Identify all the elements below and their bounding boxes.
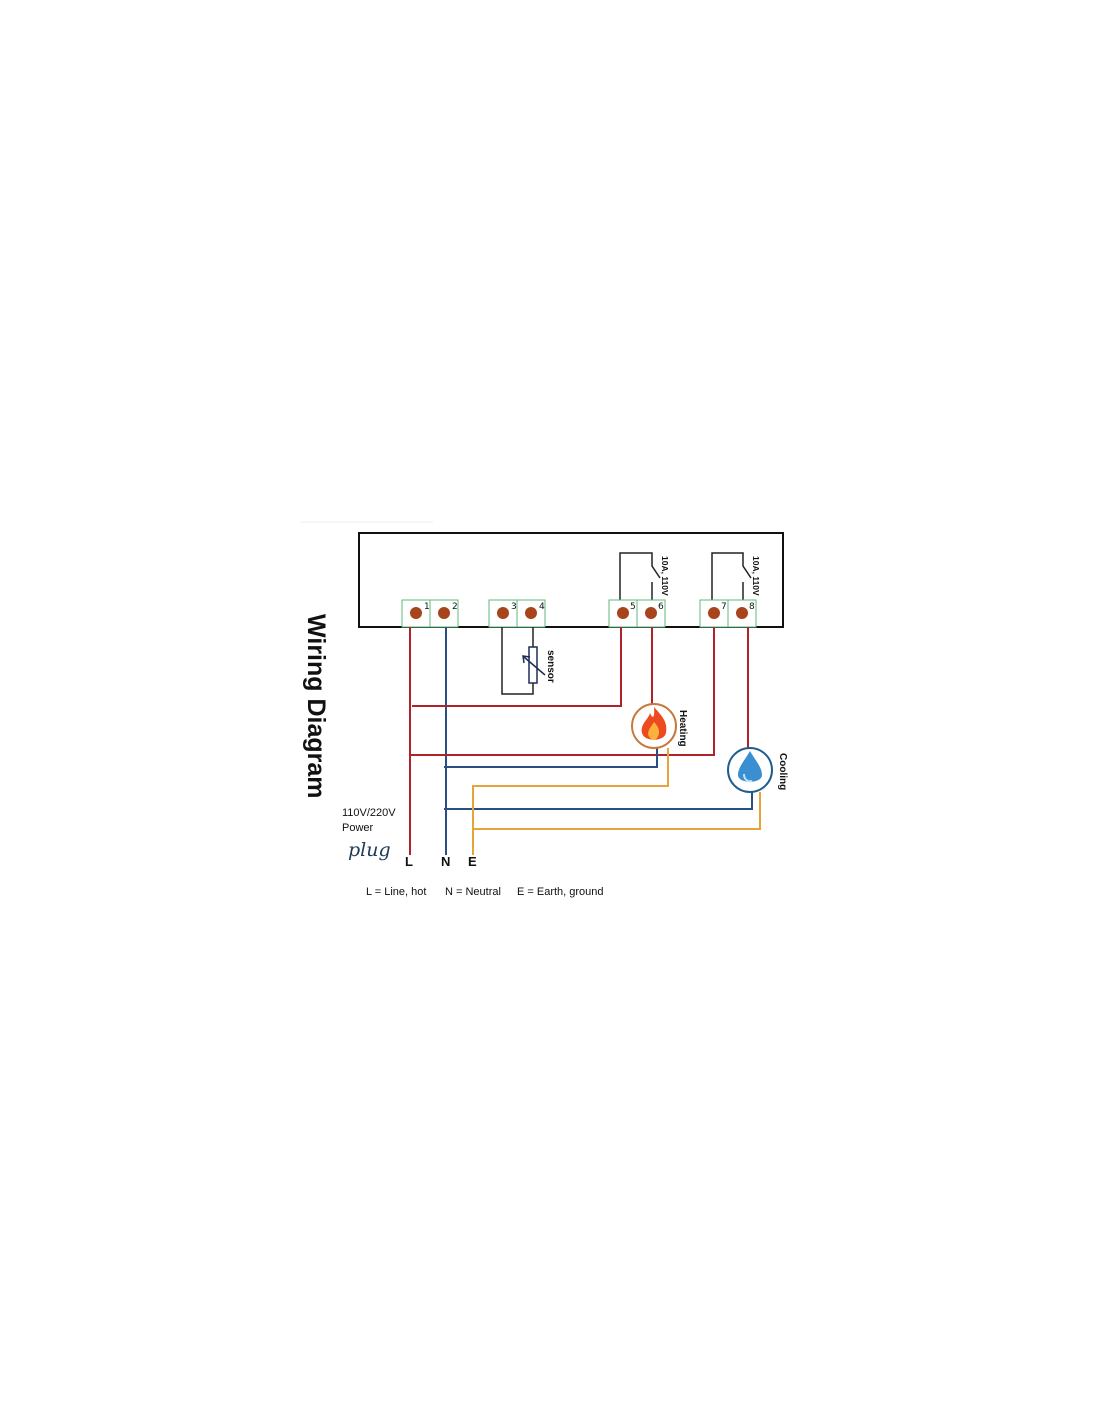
legend-neutral: N = Neutral [445,886,501,898]
sensor: sensor [501,627,556,695]
terminal-1: 1 [401,599,431,628]
wire-label-E: E [468,854,477,869]
diagram-title: Wiring Diagram [302,614,330,799]
terminal-7: 7 [699,599,729,628]
terminal-number: 7 [721,602,727,612]
power-label: Power [342,822,374,834]
sensor-label: sensor [545,650,556,683]
power-voltage: 110V/220V [342,807,396,819]
terminal-number: 1 [424,602,430,612]
terminal-number: 8 [749,602,755,612]
legend-line: L = Line, hot [366,886,426,898]
terminal-number: 6 [658,602,664,612]
terminal-4: 4 [516,599,546,628]
heating-label: Heating [677,710,688,747]
terminal-number: 3 [511,602,517,612]
terminal-6: 6 [636,599,666,628]
terminal-number: 4 [539,602,545,612]
wire-label-N: N [441,854,450,869]
cooling-element: Cooling [727,747,788,793]
relay-1-rating: 10A, 110V [660,556,670,596]
legend-earth: E = Earth, ground [517,886,604,898]
terminal-8: 8 [727,599,757,628]
cooling-label: Cooling [777,753,788,790]
relay-2-rating: 10A, 110V [751,556,761,596]
wire-label-L: L [405,854,413,869]
plug-logo: plug [348,839,391,861]
relay-2: 10A, 110V [711,552,761,600]
terminal-3: 3 [488,599,518,628]
terminal-2: 2 [429,599,459,628]
wires [409,627,761,855]
terminal-number: 2 [452,602,458,612]
terminal-5: 5 [608,599,638,628]
terminal-block: 1 2 3 4 5 6 7 8 [401,599,757,628]
relay-1: 10A, 110V [619,552,670,600]
earth-wire [472,748,669,855]
heating-element: Heating [631,703,688,749]
terminal-number: 5 [630,602,636,612]
